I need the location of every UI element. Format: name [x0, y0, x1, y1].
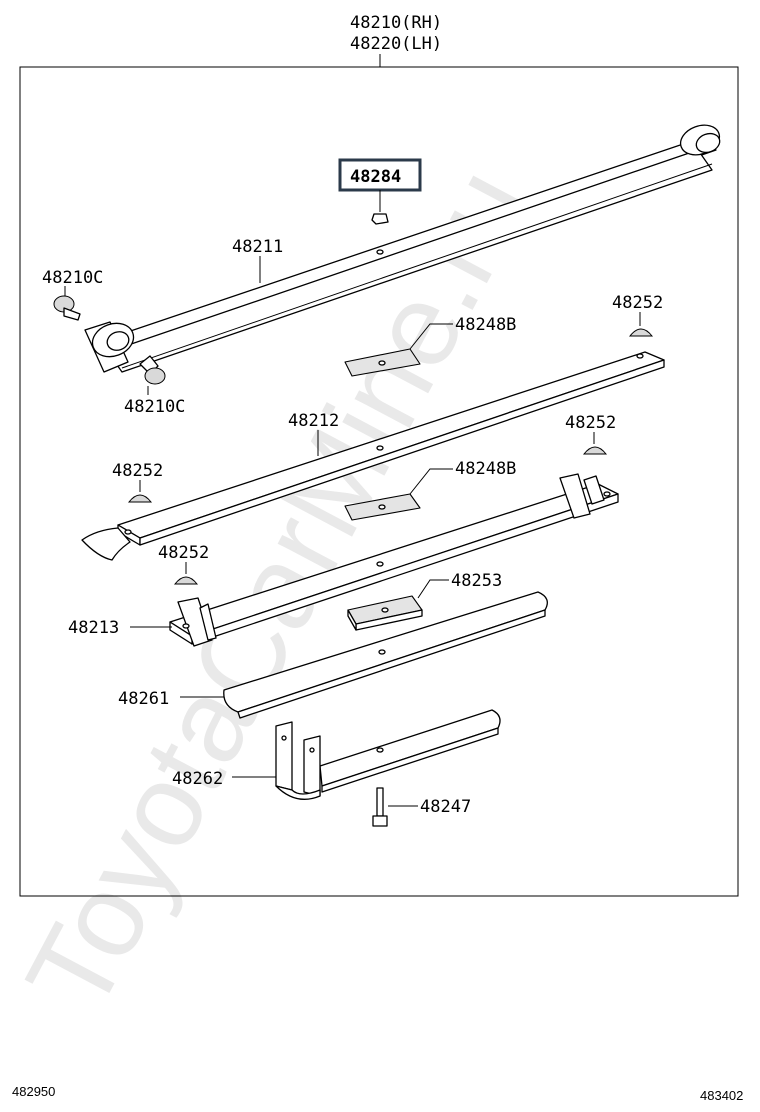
label-48248b-1: 48248B	[455, 315, 516, 335]
spring-pad-icon-3	[127, 494, 153, 503]
label-48262: 48262	[172, 769, 223, 789]
label-48213: 48213	[68, 618, 119, 638]
footer-right-code: 483402	[700, 1088, 744, 1103]
label-48252-4: 48252	[158, 543, 209, 563]
plate-48262	[275, 709, 501, 800]
spring-pad-icon-1	[628, 328, 654, 337]
label-48247: 48247	[420, 797, 471, 817]
bushing-icon-bottom	[139, 355, 166, 385]
nut-icon	[371, 213, 389, 225]
center-bolt-48247	[372, 787, 388, 827]
label-48261: 48261	[118, 689, 169, 709]
label-48252-2: 48252	[565, 413, 616, 433]
leaf-48212	[81, 351, 665, 561]
label-48210c-bottom: 48210C	[124, 397, 185, 417]
spacer-48253	[347, 595, 423, 631]
label-48211: 48211	[232, 237, 283, 257]
label-48253: 48253	[451, 571, 502, 591]
bushing-icon-top	[53, 295, 81, 321]
leaf-48261	[223, 591, 548, 719]
footer-left-code: 482950	[12, 1084, 56, 1099]
diagram-frame	[19, 66, 739, 897]
spring-pad-icon-2	[582, 446, 608, 455]
label-48210c-top: 48210C	[42, 268, 103, 288]
label-48248b-2: 48248B	[455, 459, 516, 479]
spring-pad-icon-4	[173, 576, 199, 585]
title-lh: 48220(LH)	[350, 34, 442, 54]
label-48284: 48284	[350, 167, 401, 187]
label-48212: 48212	[288, 411, 339, 431]
main-leaf-48211	[84, 124, 721, 373]
title-rh: 48210(RH)	[350, 13, 442, 33]
leaf-48213	[169, 473, 619, 647]
label-48252-3: 48252	[112, 461, 163, 481]
label-48252-1: 48252	[612, 293, 663, 313]
